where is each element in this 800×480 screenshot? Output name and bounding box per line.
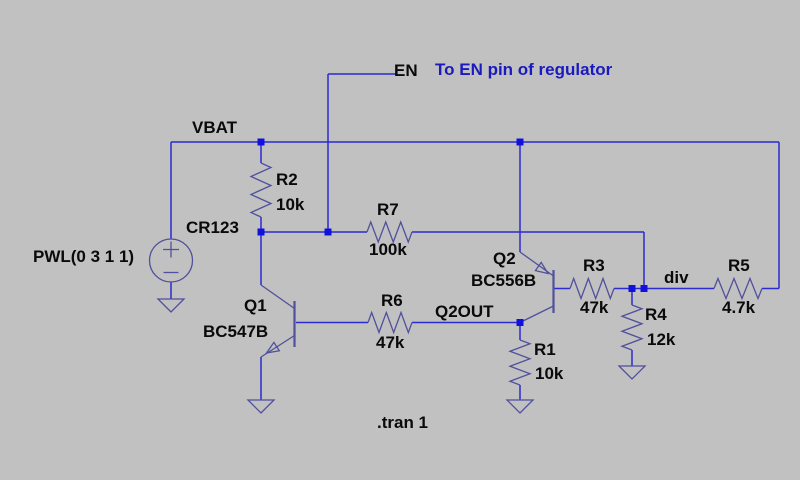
comment-text[interactable]: To EN pin of regulator <box>435 60 613 79</box>
ground-icon-battery[interactable] <box>156 298 186 313</box>
r2-name-label[interactable]: R2 <box>276 170 298 189</box>
r6-value-label[interactable]: 47k <box>376 333 405 352</box>
wires[interactable] <box>170 73 780 400</box>
junction-dots <box>257 138 648 326</box>
junction-en-r2 <box>257 228 265 236</box>
r5-value-label[interactable]: 4.7k <box>722 298 756 317</box>
q1-emitter-arrow-icon <box>265 341 281 354</box>
ground-icon-q1[interactable] <box>246 399 276 414</box>
resistor-r4-symbol[interactable] <box>620 304 644 351</box>
v1-name-label[interactable]: CR123 <box>186 218 239 237</box>
r7-value-label[interactable]: 100k <box>369 240 407 259</box>
r1-value-label[interactable]: 10k <box>535 364 564 383</box>
net-label-en[interactable]: EN <box>394 61 418 80</box>
q1-name-label[interactable]: Q1 <box>244 296 267 315</box>
q2-emitter-arrow-icon <box>534 261 550 275</box>
resistor-r3-symbol[interactable] <box>569 276 615 301</box>
junction-q2out <box>516 319 524 326</box>
r2-value-label[interactable]: 10k <box>276 195 305 214</box>
net-label-div[interactable]: div <box>664 268 689 287</box>
plus-sign <box>163 241 179 258</box>
r5-name-label[interactable]: R5 <box>728 256 750 275</box>
r3-name-label[interactable]: R3 <box>583 256 605 275</box>
junction-div-r4 <box>628 285 636 292</box>
r1-name-label[interactable]: R1 <box>534 340 556 359</box>
junction-div-r7 <box>640 285 648 292</box>
ground-icon-r1[interactable] <box>505 399 535 414</box>
spice-directive[interactable]: .tran 1 <box>377 413 429 432</box>
q2-name-label[interactable]: Q2 <box>493 249 516 268</box>
ground-icon-r4[interactable] <box>617 365 647 380</box>
resistor-r1-symbol[interactable] <box>508 339 532 386</box>
v1-value-label[interactable]: PWL(0 3 1 1) <box>33 247 135 266</box>
resistor-r5-symbol[interactable] <box>713 276 763 301</box>
q2-collector-line <box>519 305 554 324</box>
resistor-r6-symbol[interactable] <box>367 310 413 335</box>
r7-name-label[interactable]: R7 <box>377 200 399 219</box>
resistor-r7-symbol[interactable] <box>366 220 413 244</box>
q1-value-label[interactable]: BC547B <box>203 322 269 341</box>
symbols <box>148 162 763 414</box>
r4-value-label[interactable]: 12k <box>647 330 676 349</box>
voltage-source-circle[interactable] <box>148 238 194 283</box>
q2-emitter-line <box>519 251 554 277</box>
junction-en-stub <box>324 228 332 236</box>
junction-vbat-r2 <box>257 138 265 146</box>
resistor-r2-symbol[interactable] <box>249 162 273 218</box>
r4-name-label[interactable]: R4 <box>645 305 667 324</box>
q1-collector-line <box>260 284 295 310</box>
transistor-q1-symbol[interactable] <box>260 284 296 358</box>
net-label-vbat[interactable]: VBAT <box>192 118 238 137</box>
net-label-q2out[interactable]: Q2OUT <box>435 302 494 321</box>
transistor-q2-symbol[interactable] <box>519 251 555 324</box>
r6-name-label[interactable]: R6 <box>381 291 403 310</box>
r3-value-label[interactable]: 47k <box>580 298 609 317</box>
q2-value-label[interactable]: BC556B <box>471 271 537 290</box>
voltage-source-symbol[interactable] <box>148 238 194 283</box>
junction-vbat-q2 <box>516 138 524 146</box>
